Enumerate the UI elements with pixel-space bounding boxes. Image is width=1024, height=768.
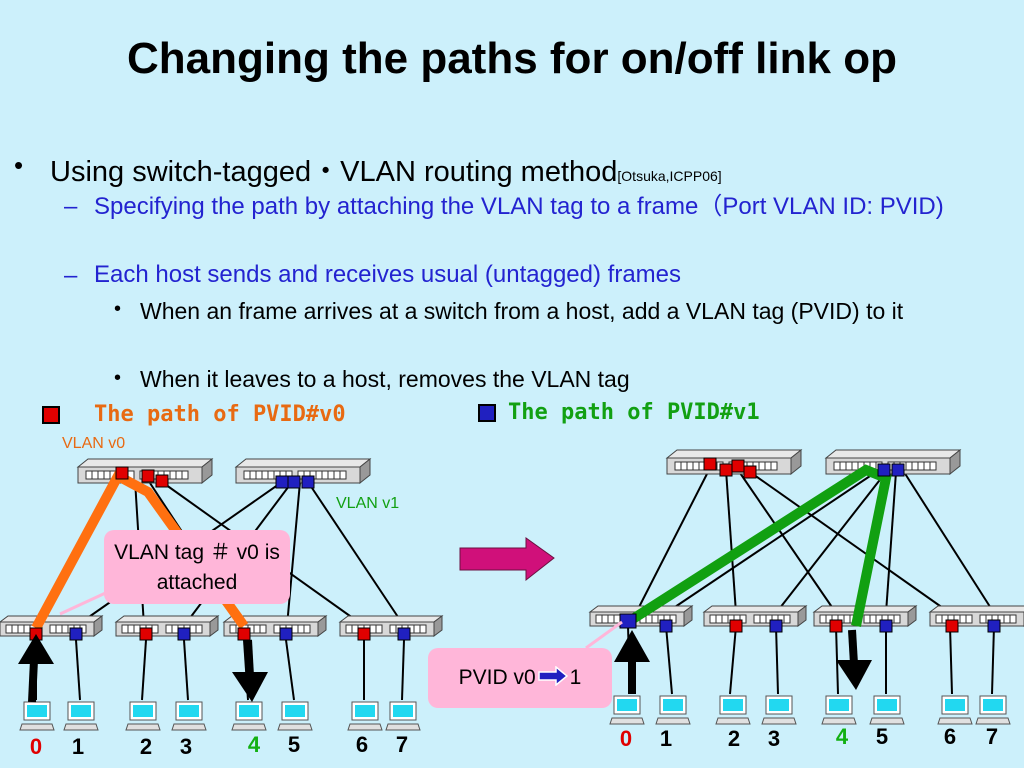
host-label: 5 bbox=[875, 724, 889, 749]
right-network bbox=[585, 449, 1024, 725]
host-label: 4 bbox=[835, 724, 849, 749]
switch-icon bbox=[813, 605, 917, 627]
up-arrow-icon bbox=[18, 634, 54, 664]
bullet-dot: • bbox=[114, 298, 122, 320]
down-arrow-icon bbox=[232, 672, 268, 702]
receive-arrow-shaft bbox=[244, 639, 254, 677]
switch-icon bbox=[929, 605, 1024, 627]
switch-icon bbox=[115, 615, 219, 637]
callout-pointer bbox=[585, 620, 623, 650]
slide-title: Changing the paths for on/off link op bbox=[127, 34, 897, 83]
sub-bullet-2: Each host sends and receives usual (unta… bbox=[94, 261, 682, 288]
path-v1-line bbox=[625, 464, 892, 627]
vlan-v1-label: VLAN v1 bbox=[336, 495, 400, 512]
send-arrow-shaft bbox=[28, 659, 38, 703]
citation: [Otsuka,ICPP06] bbox=[617, 168, 722, 184]
switch-icon bbox=[703, 605, 807, 627]
host-label: 2 bbox=[727, 726, 741, 751]
callout-pointer bbox=[59, 588, 113, 616]
host-label: 6 bbox=[355, 732, 369, 757]
bullet-dot: • bbox=[14, 150, 24, 180]
host-label: 3 bbox=[767, 726, 781, 751]
dash-bullet: – bbox=[64, 193, 78, 220]
right-links bbox=[627, 467, 995, 695]
subsub-bullet-2: When it leaves to a host, removes the VL… bbox=[140, 366, 630, 392]
host-label: 0 bbox=[29, 734, 43, 759]
subsub-bullet-1: When an frame arrives at a switch from a… bbox=[140, 298, 904, 324]
bullet-main: Using switch-tagged・VLAN routing method[… bbox=[50, 156, 722, 188]
host-label: 0 bbox=[619, 726, 633, 751]
host-icons bbox=[609, 695, 1011, 725]
legend-v1-marker bbox=[478, 404, 496, 422]
up-arrow-icon bbox=[614, 630, 650, 662]
transition-arrow-icon bbox=[459, 537, 555, 582]
port-markers bbox=[619, 457, 1001, 633]
callout-vlan-tag-attached: VLAN tag ＃ v0 is attached bbox=[104, 530, 290, 604]
down-arrow-icon bbox=[836, 660, 872, 690]
switch-icon bbox=[0, 615, 103, 637]
sub-bullet-1: Specifying the path by attaching the VLA… bbox=[94, 193, 944, 220]
legend-v1-label: The path of PVID#v1 bbox=[508, 400, 760, 425]
dash-bullet: – bbox=[64, 262, 78, 289]
host-icons bbox=[19, 701, 421, 731]
right-arrow-icon bbox=[537, 665, 568, 687]
switch-icon bbox=[339, 615, 443, 637]
bullet-dot: • bbox=[114, 367, 122, 389]
legend-v0-label: The path of PVID#v0 bbox=[94, 402, 346, 427]
host-label: 6 bbox=[943, 724, 957, 749]
host-label: 2 bbox=[139, 734, 153, 759]
host-label: 4 bbox=[247, 732, 261, 757]
host-label: 1 bbox=[71, 734, 85, 759]
host-label: 7 bbox=[985, 724, 999, 749]
legend-v0-marker bbox=[42, 406, 60, 424]
host-label: 5 bbox=[287, 732, 301, 757]
receive-arrow-shaft bbox=[848, 629, 858, 665]
vlan-v0-label: VLAN v0 bbox=[62, 435, 126, 452]
host-label: 7 bbox=[395, 732, 409, 757]
host-label: 3 bbox=[179, 734, 193, 759]
host-label: 1 bbox=[659, 726, 673, 751]
